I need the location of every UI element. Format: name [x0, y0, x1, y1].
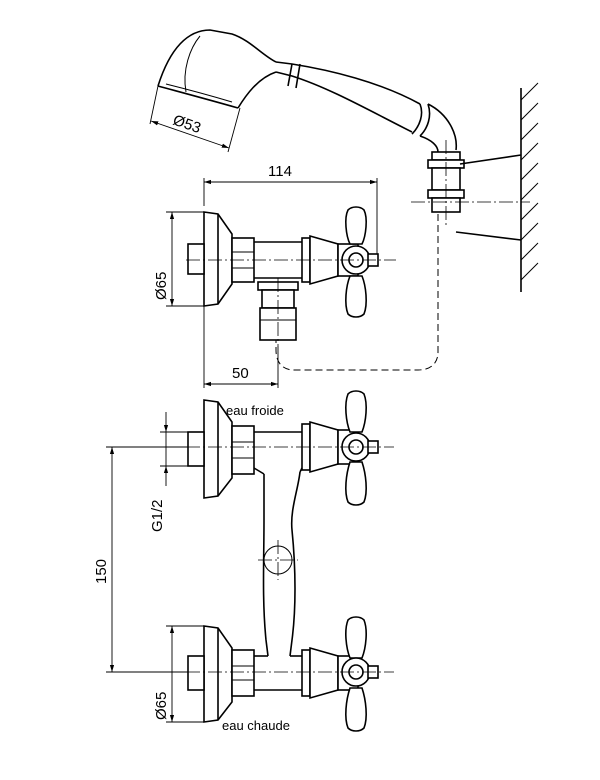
center-distance-dimension: 150 — [93, 446, 188, 673]
width-total-label: 114 — [268, 163, 292, 180]
center-distance-label: 150 — [93, 559, 110, 584]
thread-size-dimension: G1/2 — [149, 412, 188, 532]
flange-diameter-top-label: Ø65 — [153, 272, 170, 300]
hot-water-label: eau chaude — [222, 718, 290, 733]
cold-water-label: eau froide — [226, 403, 284, 418]
thread-size-label: G1/2 — [149, 499, 166, 532]
wall-hatching — [520, 82, 539, 292]
outlet-offset-label: 50 — [232, 365, 249, 382]
flange-diameter-bottom-label: Ø65 — [153, 692, 170, 720]
side-view-valve — [187, 206, 379, 341]
handshower-diameter-label: Ø53 — [171, 112, 203, 137]
hand-shower — [157, 29, 522, 241]
front-view-mixer — [187, 390, 379, 732]
flange-diameter-bottom-dimension: Ø65 — [153, 625, 204, 723]
width-dimension: 114 — [203, 163, 378, 256]
outlet-offset-dimension: 50 — [203, 306, 279, 388]
flange-diameter-top-dimension: Ø65 — [153, 211, 204, 307]
hose — [275, 214, 439, 371]
